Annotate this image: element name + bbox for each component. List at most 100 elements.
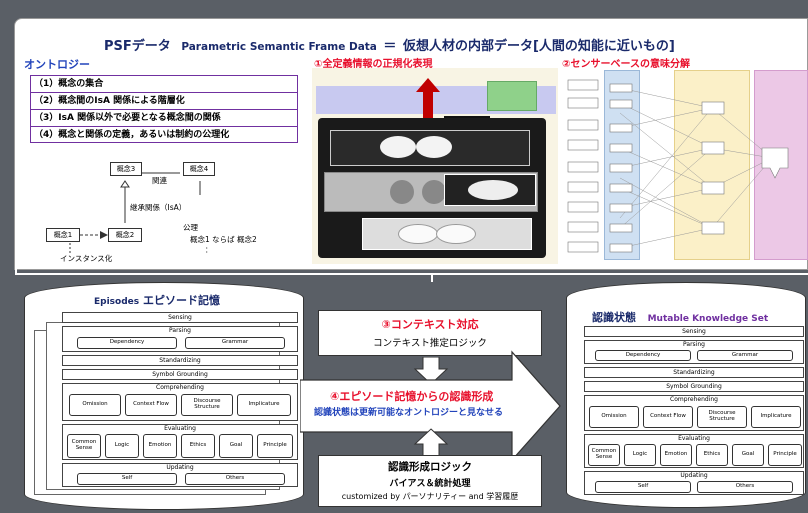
formation-title: ④エピソード記憶からの認識形成: [330, 390, 494, 403]
rec-evaluating-group: Evaluating Common Sense Logic Emotion Et…: [584, 434, 804, 468]
frame-ellipse-1: [380, 136, 416, 158]
frame-ellipse-5: [436, 224, 476, 244]
rec-updating-group: Updating Self Others: [584, 471, 804, 495]
ep-others: Others: [185, 473, 285, 485]
instance-label: インスタンス化: [60, 254, 113, 263]
rec-grammar: Grammar: [697, 350, 793, 361]
ep-standardizing: Standardizing: [62, 355, 298, 366]
ep-symbol-grounding: Symbol Grounding: [62, 369, 298, 380]
ep-updating-label: Updating: [166, 464, 194, 471]
episode-sheet-front: Sensing Parsing Dependency Grammar Stand…: [62, 312, 298, 488]
ontology-item-3: （3）IsA 関係以外で必要となる概念間の関係: [31, 110, 297, 127]
ep-ethics: Ethics: [181, 434, 215, 458]
ep-grammar: Grammar: [185, 337, 285, 349]
rec-common-sense: Common Sense: [588, 444, 620, 466]
rec-standardizing: Standardizing: [584, 367, 804, 378]
rec-comprehending-group: Comprehending Omission Context Flow Disc…: [584, 395, 804, 431]
header-psf: PSFデータ: [104, 39, 171, 54]
rec-dependency: Dependency: [595, 350, 691, 361]
formation-sub: 認識状態は更新可能なオントロジーと見なせる: [314, 408, 504, 418]
rec-discourse: Discourse Structure: [697, 406, 747, 428]
ep-updating-group: Updating Self Others: [62, 463, 298, 487]
rec-self: Self: [595, 481, 691, 493]
rec-comprehending-label: Comprehending: [670, 396, 718, 403]
ep-common-sense: Common Sense: [67, 434, 101, 458]
ep-sensing: Sensing: [62, 312, 298, 323]
ep-logic: Logic: [105, 434, 139, 458]
axiom-title: 公理: [183, 223, 198, 232]
episodes-title: Episodes エピソード記憶: [94, 292, 220, 308]
ontology-title: オントロジー: [24, 58, 90, 71]
ep-evaluating-label: Evaluating: [164, 425, 196, 432]
bracket-lines: [15, 262, 808, 282]
header-title: PSFデータ Parametric Semantic Frame Data ＝ …: [104, 35, 675, 54]
header-eq: ＝: [383, 39, 397, 54]
header-latin: Parametric Semantic Frame Data: [181, 41, 377, 53]
rec-omission: Omission: [589, 406, 639, 428]
ontology-list: （1）概念の集合 （2）概念間のIsA 関係による階層化 （3）IsA 関係以外…: [30, 75, 298, 143]
concept1-box: 概念1: [46, 228, 80, 242]
ep-emotion: Emotion: [143, 434, 177, 458]
concept4-box: 概念4: [183, 162, 215, 176]
context-sub: コンテキスト推定ロジック: [373, 338, 487, 349]
rec-symbol-grounding: Symbol Grounding: [584, 381, 804, 392]
ontology-item-1: （1）概念の集合: [31, 76, 297, 93]
rec-goal: Goal: [732, 444, 764, 466]
ep-dependency: Dependency: [77, 337, 177, 349]
rec-others: Others: [697, 481, 793, 493]
rec-ethics: Ethics: [696, 444, 728, 466]
concept2-box: 概念2: [108, 228, 142, 242]
rec-context-flow: Context Flow: [643, 406, 693, 428]
logic-sub: バイアス＆統計処理: [389, 479, 471, 489]
frame-circle-2: [422, 180, 446, 204]
ep-comprehending-group: Comprehending Omission Context Flow Disc…: [62, 383, 298, 421]
ep-self: Self: [77, 473, 177, 485]
context-title: ③コンテキスト対応: [381, 318, 479, 331]
ep-principle: Principle: [257, 434, 293, 458]
sensor-decomposition: [562, 68, 808, 264]
inherit-label: 継承関係（IsA）: [130, 203, 187, 212]
section1-title: ①全定義情報の正規化表現: [314, 59, 433, 70]
frame-circle-1: [390, 180, 414, 204]
frame-ellipse-3: [468, 180, 518, 200]
ep-parsing-group: Parsing Dependency Grammar: [62, 326, 298, 352]
episodes-title-latin: Episodes: [94, 297, 140, 307]
recognition-title: 認識状態 Mutable Knowledge Set: [592, 306, 768, 325]
rec-parsing-group: Parsing Dependency Grammar: [584, 340, 804, 364]
related-label: 関連: [152, 176, 167, 185]
header-jp: 仮想人材の内部データ[人間の知能に近いもの]: [402, 39, 675, 54]
rec-parsing-label: Parsing: [683, 341, 705, 348]
rec-updating-label: Updating: [680, 472, 708, 479]
rec-implicature: Implicature: [751, 406, 801, 428]
concept3-box: 概念3: [110, 162, 142, 176]
frame-ellipse-2: [416, 136, 452, 158]
axiom-body: 概念1 ならば 概念2: [190, 235, 257, 244]
ontology-item-4: （4）概念と関係の定義，あるいは制約の公理化: [34, 130, 230, 140]
ontology-item-2: （2）概念間のIsA 関係による階層化: [31, 93, 297, 110]
down-arrow-icon: [413, 357, 449, 385]
ep-context-flow: Context Flow: [125, 394, 177, 416]
recognition-title-latin: Mutable Knowledge Set: [647, 314, 769, 324]
ep-evaluating-group: Evaluating Common Sense Logic Emotion Et…: [62, 424, 298, 460]
green-box: [487, 81, 537, 111]
rec-sensing: Sensing: [584, 326, 804, 337]
rec-logic: Logic: [624, 444, 656, 466]
section2-title: ②センサーベースの意味分解: [562, 59, 690, 70]
axiom-dots: ：: [205, 246, 212, 254]
big-right-arrow-icon: [300, 350, 561, 462]
logic-note: customized by パーソナリティー and 学習履歴: [341, 492, 519, 501]
recognition-title-jp: 認識状態: [592, 311, 636, 324]
ep-parsing-label: Parsing: [169, 327, 191, 334]
ep-omission: Omission: [69, 394, 121, 416]
network-lines: [567, 79, 789, 253]
normalization-visual: [312, 68, 558, 264]
logic-title: 認識形成ロジック: [388, 461, 472, 473]
ep-implicature: Implicature: [237, 394, 291, 416]
rec-emotion: Emotion: [660, 444, 692, 466]
ep-comprehending-label: Comprehending: [156, 384, 204, 391]
up-arrow-small-icon: [413, 428, 449, 456]
rec-principle: Principle: [768, 444, 802, 466]
up-arrow-icon: [416, 78, 440, 138]
ep-goal: Goal: [219, 434, 253, 458]
context-box: ③コンテキスト対応 コンテキスト推定ロジック: [318, 310, 542, 356]
